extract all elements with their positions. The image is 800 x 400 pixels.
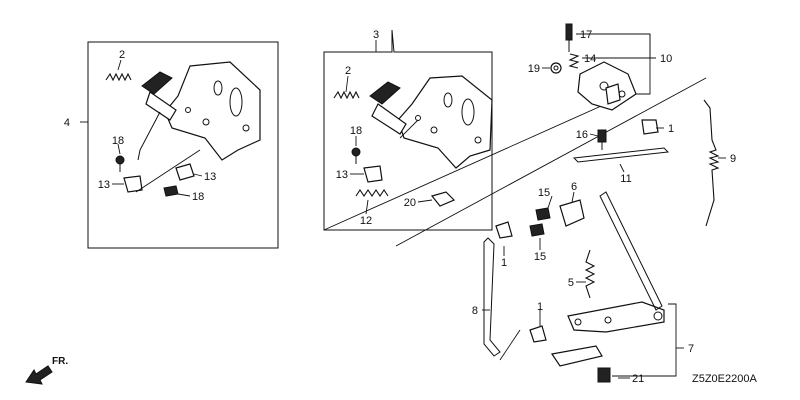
clip-13-left-a — [123, 175, 143, 193]
clip-1-middle — [495, 221, 513, 239]
control-base-plate-middle — [397, 75, 493, 169]
label-16: 16 — [576, 129, 588, 141]
nut-20 — [430, 191, 456, 207]
front-direction-indicator: FR. — [25, 356, 68, 385]
label-21: 21 — [632, 373, 644, 385]
screw-17 — [565, 23, 573, 41]
label-6: 6 — [571, 181, 577, 193]
plate-slot-left-1 — [229, 87, 243, 117]
screw-18-middle — [351, 147, 361, 157]
control-base-assembly-left — [80, 41, 279, 249]
clip-13-left-b — [175, 163, 195, 181]
governor-arm-7 — [567, 301, 665, 333]
control-base-plate-left — [164, 61, 261, 161]
label-17: 17 — [580, 29, 592, 41]
label-7: 7 — [688, 343, 694, 355]
spring-12 — [355, 189, 389, 197]
label-20: 20 — [404, 197, 416, 209]
label-18-left-b: 18 — [192, 191, 204, 203]
bolt-15-b — [529, 223, 545, 237]
control-rod-11 — [572, 147, 670, 163]
clip-1-lower — [529, 325, 547, 343]
label-19: 19 — [528, 63, 540, 75]
spring-14 — [568, 53, 580, 69]
governor-linkage-group — [323, 23, 726, 383]
label-1-lower: 1 — [537, 301, 543, 313]
clip-13-middle — [363, 165, 383, 183]
plate-slot-middle-2 — [443, 92, 453, 108]
screw-18-left-b — [163, 185, 179, 197]
label-9: 9 — [730, 153, 736, 165]
label-14: 14 — [584, 53, 596, 65]
clip-1-upper — [641, 119, 659, 135]
control-base-assembly-middle — [323, 29, 493, 231]
label-12: 12 — [360, 215, 372, 227]
front-arrow-icon — [25, 365, 53, 385]
label-13-left-b: 13 — [204, 171, 216, 183]
label-2-middle: 2 — [345, 65, 351, 77]
spring-2-middle — [333, 90, 360, 100]
control-lever-left — [141, 71, 173, 95]
assembly-frame-left — [87, 41, 279, 249]
label-13-left-a: 13 — [98, 179, 110, 191]
label-15-b: 15 — [534, 251, 546, 263]
label-13-middle: 13 — [336, 169, 348, 181]
bolt-21 — [597, 367, 611, 383]
bolt-15-a — [535, 207, 551, 221]
governor-arm-plate — [550, 345, 603, 367]
plate-slot-left-2 — [213, 80, 223, 96]
assembly-frame-middle — [323, 29, 493, 231]
label-1-upper: 1 — [668, 123, 674, 135]
label-5: 5 — [568, 277, 574, 289]
label-2-left: 2 — [119, 49, 125, 61]
label-18-middle: 18 — [350, 125, 362, 137]
front-label: FR. — [52, 356, 68, 367]
label-10: 10 — [660, 53, 672, 65]
label-1-middle: 1 — [501, 257, 507, 269]
spring-2-left — [105, 72, 132, 82]
screw-18-left-a — [115, 155, 125, 165]
label-18-left-a: 18 — [112, 135, 124, 147]
bolt-16 — [597, 129, 607, 143]
bracket-6 — [559, 199, 585, 227]
label-3: 3 — [373, 29, 379, 41]
plate-slot-middle-1 — [461, 98, 475, 126]
governor-spring-9 — [703, 99, 720, 227]
control-lever-middle — [369, 81, 401, 105]
diagram-code: Z5Z0E2200A — [692, 373, 757, 385]
callout-labels: 4 2 18 13 13 18 3 2 18 13 12 20 17 14 10… — [64, 29, 758, 385]
label-15-a: 15 — [538, 187, 550, 199]
label-8: 8 — [472, 305, 478, 317]
governor-rod-8 — [483, 237, 501, 357]
label-4: 4 — [64, 117, 70, 129]
label-11: 11 — [620, 173, 631, 185]
spring-5 — [584, 249, 596, 299]
